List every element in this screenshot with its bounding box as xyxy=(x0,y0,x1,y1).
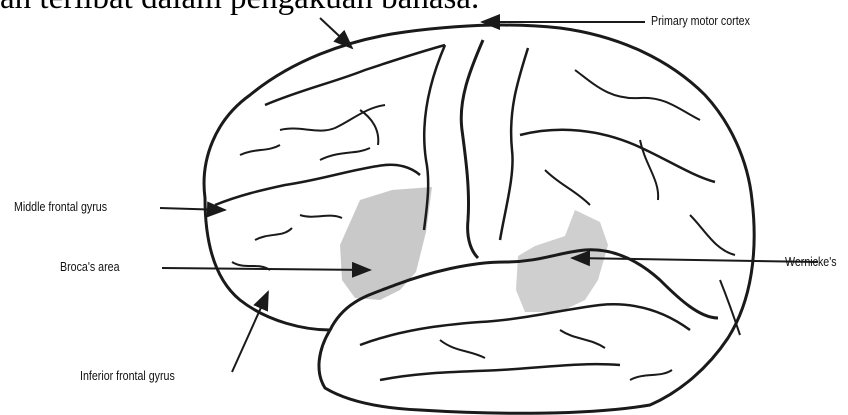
label-primary-motor-cortex: Primary motor cortex xyxy=(651,13,750,28)
inferior-frontal-gyrus-leader xyxy=(232,292,268,372)
precentral-sulcus xyxy=(424,45,445,230)
postcentral-sulcus xyxy=(500,48,528,240)
label-wernickes: Wernicke's xyxy=(785,254,837,269)
frontal-gyrus-fold-5 xyxy=(300,215,342,218)
parietal-fold-1 xyxy=(575,70,700,120)
temporal-fold-1 xyxy=(440,340,485,358)
frontal-gyrus-fold-7 xyxy=(360,110,378,145)
frontal-gyrus-fold-3 xyxy=(320,148,370,160)
primary-motor-cortex-leader-2 xyxy=(320,18,352,48)
label-inferior-frontal-gyrus: Inferior frontal gyrus xyxy=(80,368,175,383)
temporal-fold-3 xyxy=(630,370,672,380)
parietal-fold-2 xyxy=(640,140,658,200)
frontal-gyrus-fold-2 xyxy=(240,145,280,155)
occipital-fold-2 xyxy=(720,280,740,335)
superior-frontal-sulcus xyxy=(265,45,445,105)
label-middle-frontal-gyrus: Middle frontal gyrus xyxy=(14,199,107,214)
inferior-temporal-sulcus xyxy=(380,364,620,380)
brocas-area-leader xyxy=(162,268,370,270)
middle-frontal-gyrus-leader xyxy=(160,208,225,210)
frontal-gyrus-fold-4 xyxy=(255,228,292,240)
brocas-area-region xyxy=(340,187,432,300)
temporal-fold-2 xyxy=(560,330,605,348)
central-sulcus xyxy=(461,40,483,258)
occipital-fold-1 xyxy=(690,215,735,255)
wernickes-leader xyxy=(572,258,818,262)
parietal-fold-3 xyxy=(545,170,590,205)
label-brocas-area: Broca's area xyxy=(60,259,120,274)
